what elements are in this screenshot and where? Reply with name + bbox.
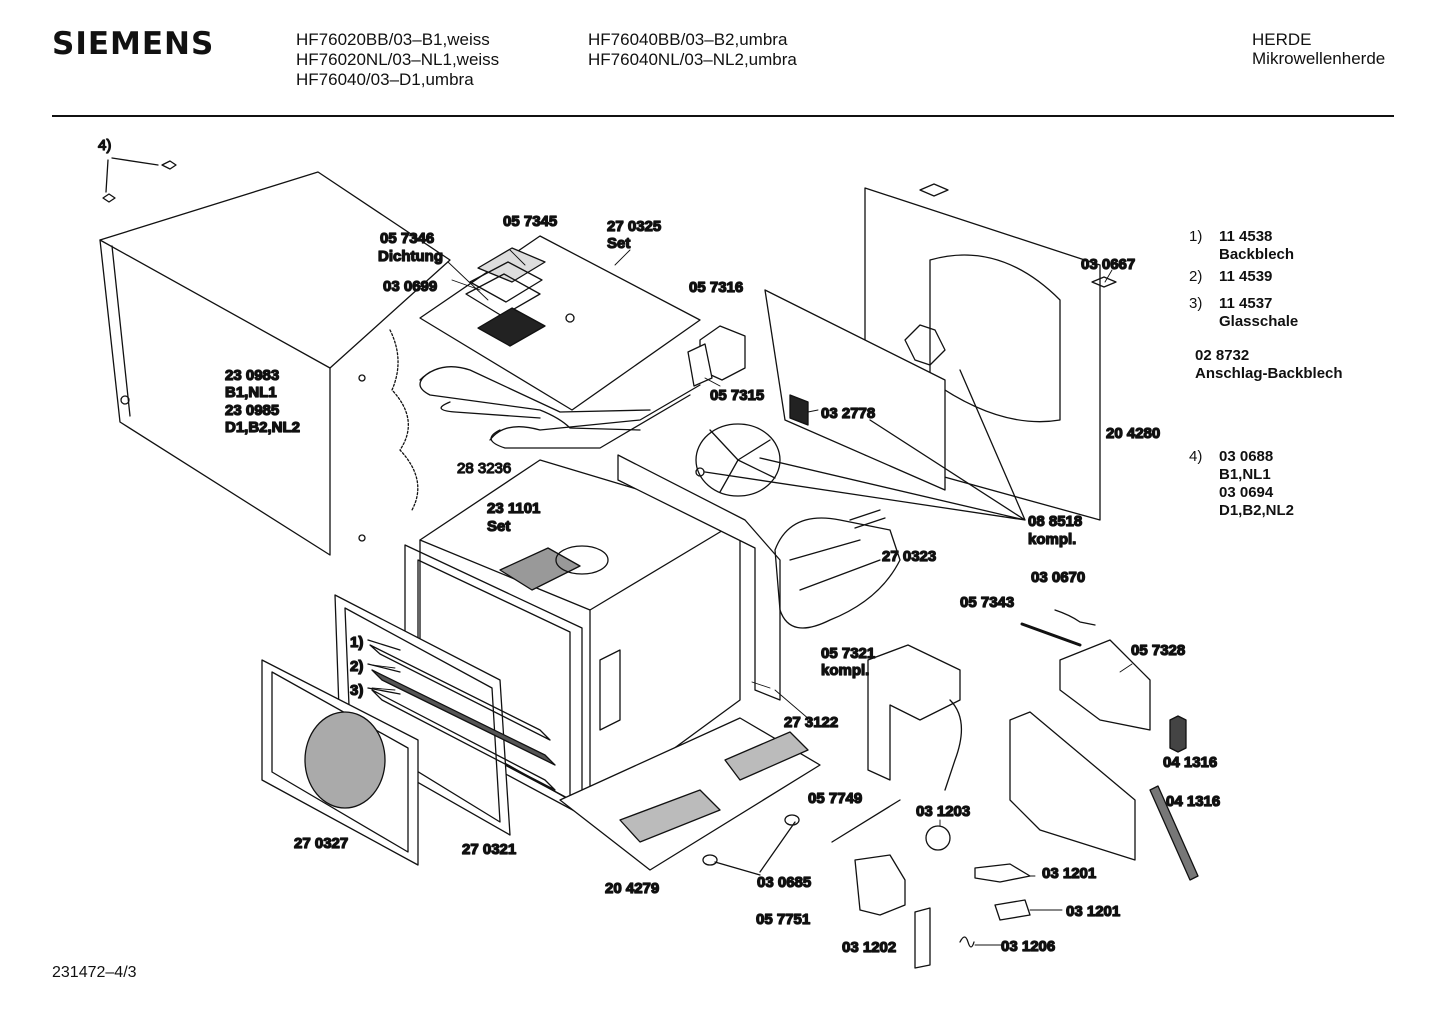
trays bbox=[367, 639, 556, 791]
legend-extra: 02 8732 Anschlag-Backblech bbox=[1195, 347, 1343, 383]
legend-code: 03 0688 bbox=[1219, 448, 1274, 465]
leader-lines bbox=[371, 249, 1133, 946]
label-part-note: kompl. bbox=[821, 662, 869, 679]
label-part: 05 7751 bbox=[756, 911, 810, 928]
label-part: 04 1316 bbox=[1166, 793, 1220, 810]
cabinet-shell bbox=[99, 171, 451, 556]
model-item: HF76020NL/03–NL1,weiss bbox=[296, 50, 500, 69]
drawing-code: 231472–4/3 bbox=[52, 964, 137, 981]
legend-item-3: 3) 11 4537 Glasschale bbox=[1189, 295, 1298, 331]
label-part: 27 0323 bbox=[882, 548, 936, 565]
label-part: 05 7328 bbox=[1131, 642, 1185, 659]
label-part: 27 0325 bbox=[607, 218, 661, 235]
brand-logo: SIEMENS bbox=[52, 26, 215, 62]
label-part: 23 0985 bbox=[225, 402, 279, 419]
label-part-note: D1,B2,NL2 bbox=[225, 419, 300, 436]
label-part: 20 4279 bbox=[605, 880, 659, 897]
electrical-components bbox=[831, 799, 1031, 969]
product-category: HERDE Mikrowellenherde bbox=[1252, 30, 1385, 68]
model-item: HF76040BB/03–B2,umbra bbox=[588, 30, 788, 49]
label-part-note: kompl. bbox=[1028, 531, 1076, 548]
label-part: 23 1101 bbox=[487, 500, 540, 517]
right-side-parts bbox=[1009, 609, 1199, 881]
label-part: 27 3122 bbox=[784, 714, 838, 731]
legend-item-4: 4) 03 0688 B1,NL1 03 0694 D1,B2,NL2 bbox=[1189, 448, 1294, 520]
label-part: 05 7346 bbox=[380, 230, 434, 247]
label-part-note: Set bbox=[487, 518, 510, 535]
front-panel bbox=[261, 659, 419, 866]
legend-item-1: 1) 11 4538 Backblech bbox=[1189, 228, 1294, 264]
switch-bracket bbox=[867, 644, 963, 791]
label-part: 03 0685 bbox=[757, 874, 811, 891]
legend-variant: B1,NL1 bbox=[1219, 466, 1271, 483]
label-part: 03 1201 bbox=[1042, 865, 1096, 882]
label-part: 03 1202 bbox=[842, 939, 896, 956]
heater-coil bbox=[774, 509, 901, 629]
legend-name: Anschlag-Backblech bbox=[1195, 365, 1343, 382]
legend-num: 1) bbox=[1189, 228, 1203, 245]
legend-num: 4) bbox=[1189, 448, 1203, 465]
label-part: 27 0327 bbox=[294, 835, 348, 852]
legend-name: Backblech bbox=[1219, 246, 1295, 263]
label-tray-ref: 3) bbox=[350, 682, 363, 699]
legend-item-2: 2) 11 4539 bbox=[1189, 268, 1272, 286]
label-tray-ref: 2) bbox=[350, 658, 363, 675]
label-part: 28 3236 bbox=[457, 460, 511, 477]
label-part: 03 0699 bbox=[383, 278, 437, 295]
floor-plate bbox=[559, 717, 821, 876]
label-part: 05 7343 bbox=[960, 594, 1014, 611]
legend-code: 11 4539 bbox=[1219, 268, 1273, 285]
legend-code: 03 0694 bbox=[1219, 484, 1274, 501]
label-clip-ref: 4) bbox=[98, 137, 111, 154]
model-item: HF76040/03–D1,umbra bbox=[296, 70, 474, 89]
label-part: 03 1201 bbox=[1066, 903, 1120, 920]
legend-name: Glasschale bbox=[1219, 313, 1299, 330]
label-part-note: B1,NL1 bbox=[225, 384, 277, 401]
model-list-left: HF76020BB/03–B1,weiss HF76020NL/03–NL1,w… bbox=[296, 30, 499, 90]
label-part: 08 8518 bbox=[1028, 513, 1082, 530]
legend-num: 2) bbox=[1189, 268, 1203, 285]
label-part: 03 0670 bbox=[1031, 569, 1085, 586]
label-part: 23 0983 bbox=[225, 367, 279, 384]
label-part: 05 7749 bbox=[808, 790, 862, 807]
label-part: 03 2778 bbox=[821, 405, 875, 422]
label-part-note: Dichtung bbox=[378, 248, 443, 265]
label-part: 04 1316 bbox=[1163, 754, 1217, 771]
model-item: HF76020BB/03–B1,weiss bbox=[296, 30, 490, 49]
header-divider bbox=[52, 115, 1394, 117]
legend-variant: D1,B2,NL2 bbox=[1219, 502, 1295, 519]
label-part: 03 1203 bbox=[916, 803, 970, 820]
clip-parts bbox=[102, 157, 177, 203]
legend-code: 11 4537 bbox=[1219, 295, 1273, 312]
model-item: HF76040NL/03–NL2,umbra bbox=[588, 50, 797, 69]
top-heater-assembly bbox=[419, 235, 701, 449]
label-part-note: Set bbox=[607, 235, 630, 252]
subcategory-label: Mikrowellenherde bbox=[1252, 49, 1386, 68]
legend-num: 3) bbox=[1189, 295, 1203, 312]
model-list-right: HF76040BB/03–B2,umbra HF76040NL/03–NL2,u… bbox=[588, 30, 797, 70]
mounting-brackets bbox=[687, 325, 746, 387]
label-part: 27 0321 bbox=[462, 841, 516, 858]
label-part: 05 7321 bbox=[821, 645, 875, 662]
label-part: 05 7345 bbox=[503, 213, 557, 230]
legend-code: 02 8732 bbox=[1195, 347, 1250, 364]
category-label: HERDE bbox=[1252, 30, 1312, 49]
label-tray-ref: 1) bbox=[350, 634, 363, 651]
label-part: 20 4280 bbox=[1106, 425, 1160, 442]
label-part: 05 7316 bbox=[689, 279, 743, 296]
label-part: 05 7315 bbox=[710, 387, 764, 404]
rear-panels bbox=[764, 183, 1117, 521]
label-part: 03 1206 bbox=[1001, 938, 1055, 955]
fan-wheel bbox=[695, 369, 1026, 521]
legend-code: 11 4538 bbox=[1219, 228, 1273, 245]
label-part: 03 0667 bbox=[1081, 256, 1135, 273]
